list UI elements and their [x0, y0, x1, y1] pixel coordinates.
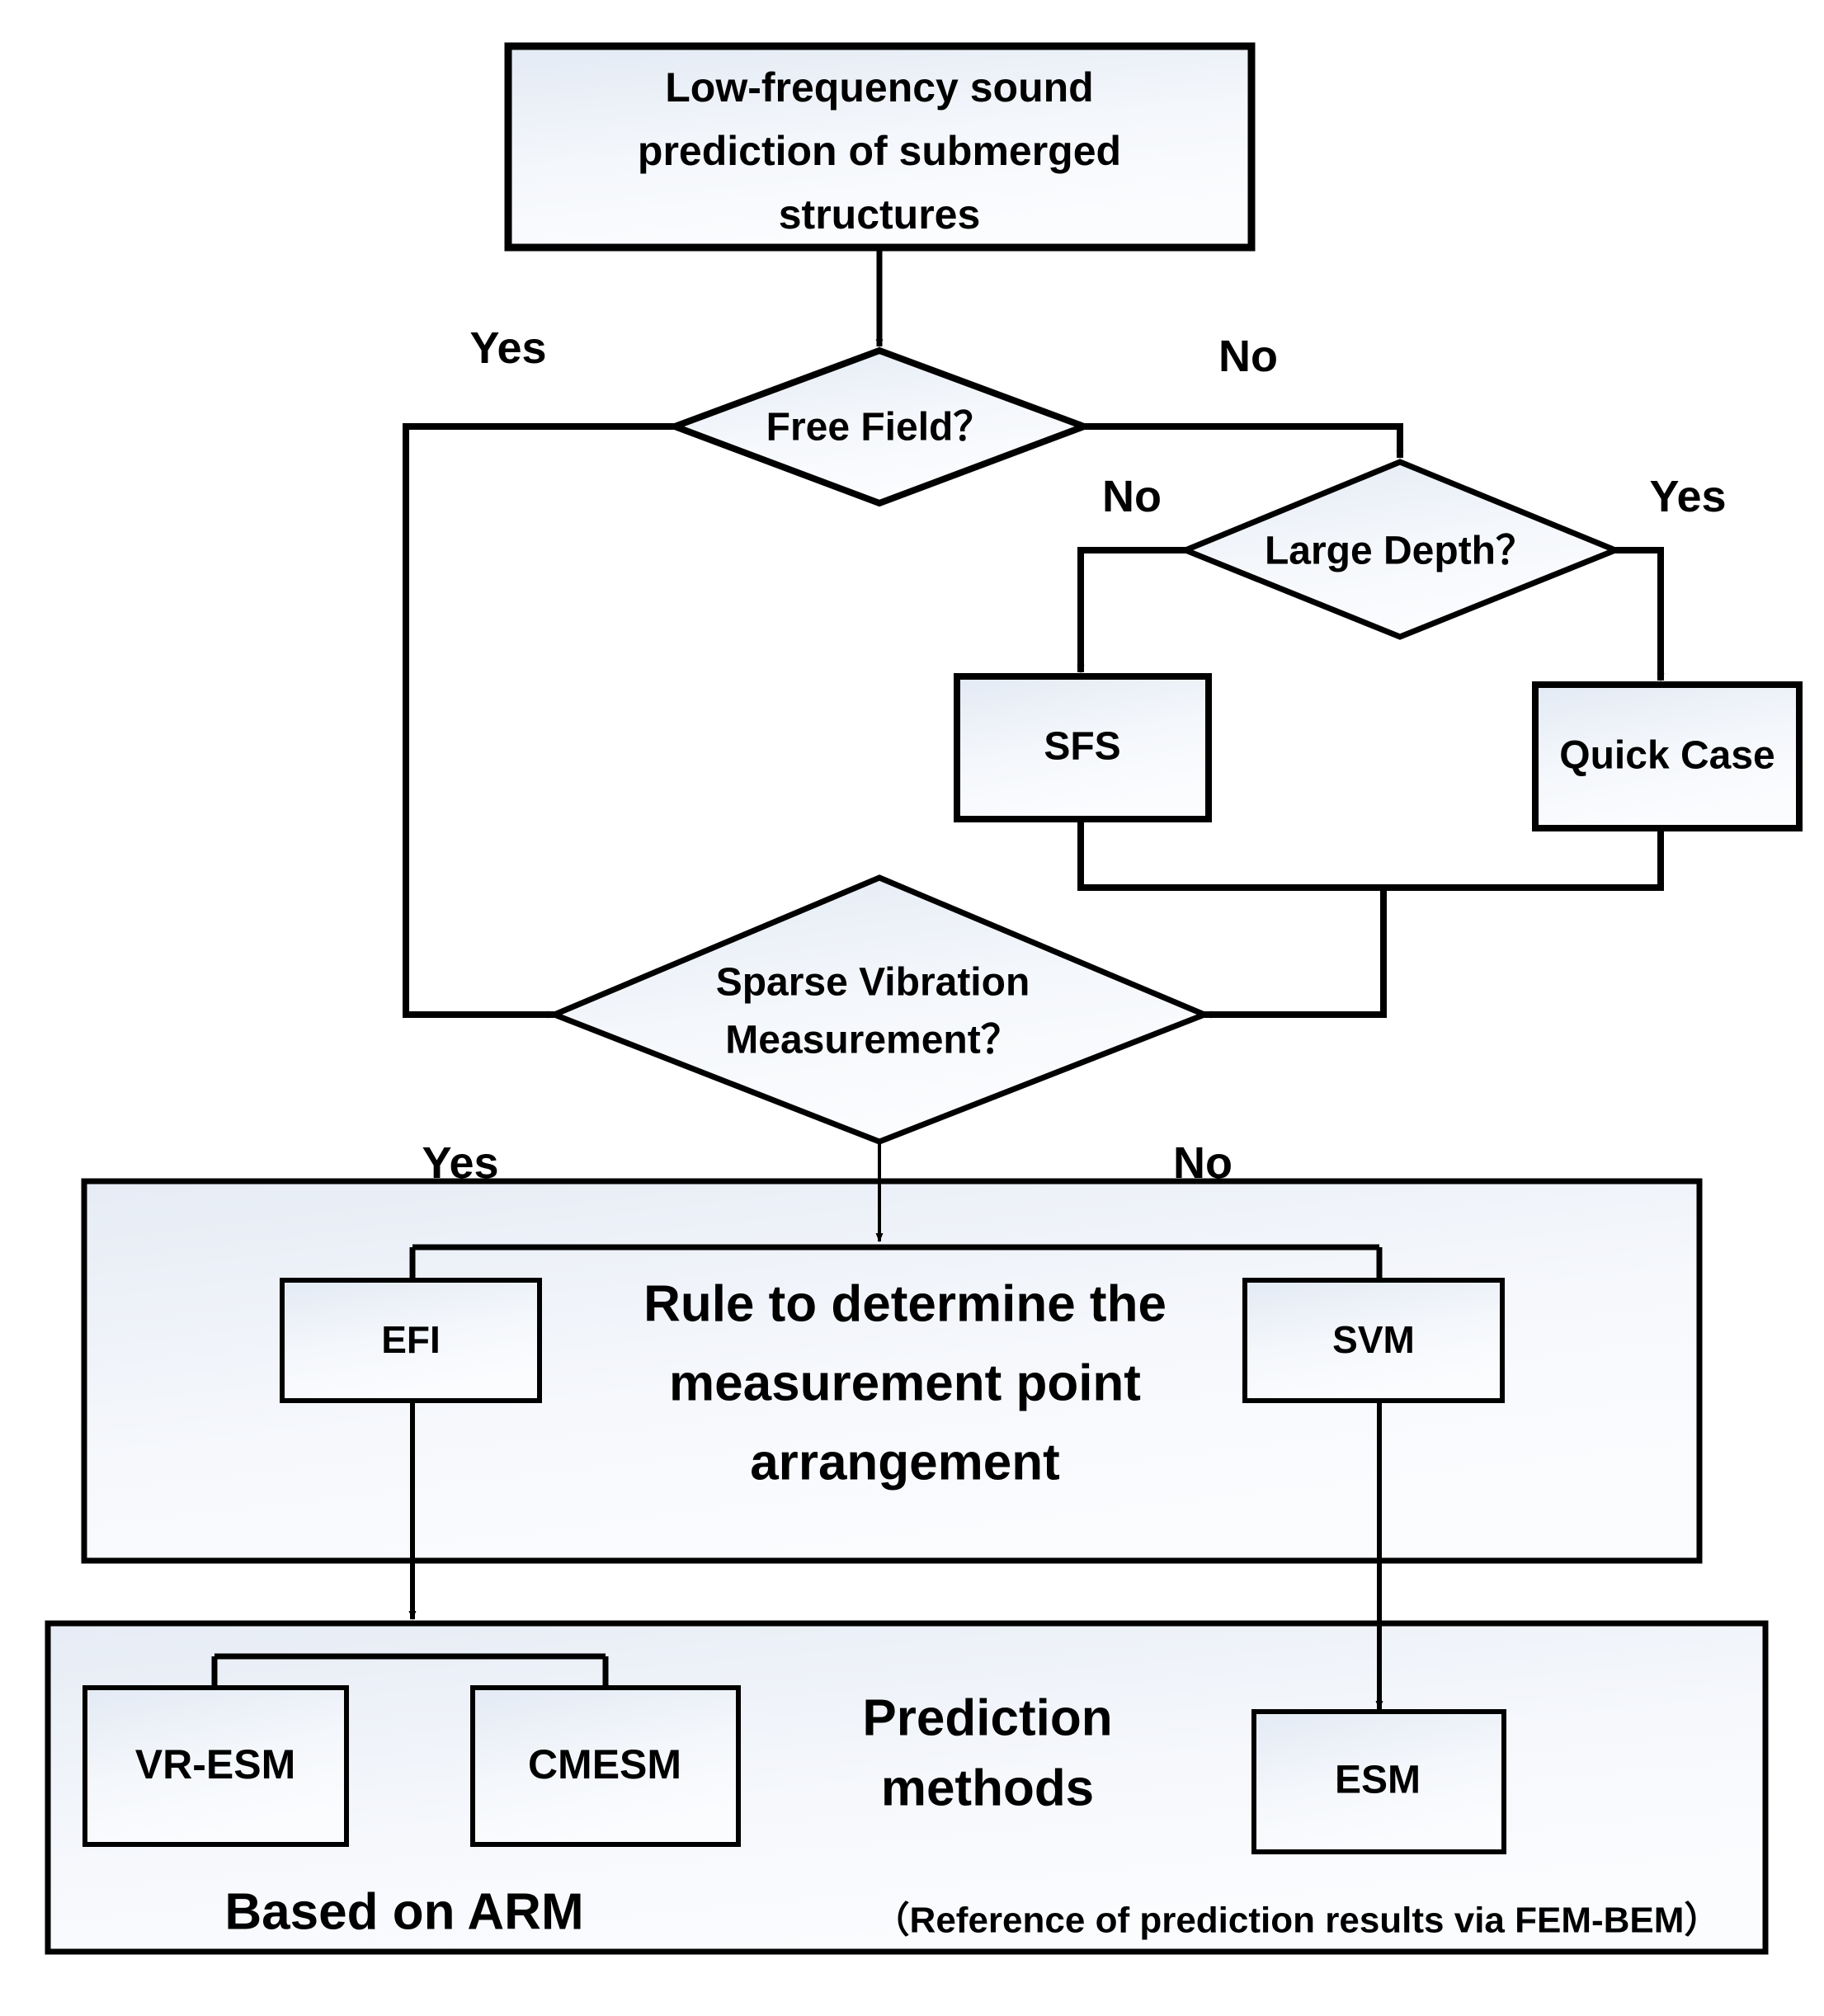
- node-sparse-line-2: Measurement？: [725, 1019, 1020, 1062]
- node-quick-case-label: Quick Case: [1559, 734, 1775, 778]
- node-efi-label: EFI: [381, 1318, 441, 1361]
- edge-large-depth-yes: [1615, 547, 1665, 681]
- node-start-line-2: prediction of submerged: [638, 128, 1121, 174]
- node-start[interactable]: [504, 42, 1256, 252]
- node-cmesm[interactable]: [470, 1685, 741, 1847]
- edge-free-field-no: [1084, 423, 1404, 459]
- node-sparse-line-1: Sparse Vibration: [716, 961, 1030, 1005]
- edge-free-field-yes: [403, 423, 675, 1019]
- prediction-panel-heading-line-1: Prediction: [862, 1689, 1112, 1746]
- node-start-line-3: structures: [779, 191, 981, 238]
- node-esm-label: ESM: [1335, 1759, 1421, 1802]
- edge-label-large-depth-yes: Yes: [1649, 472, 1726, 521]
- node-svm-label: SVM: [1332, 1318, 1415, 1361]
- node-sparse-vibration[interactable]: [546, 874, 1213, 1145]
- node-vr-esm-label: VR-ESM: [135, 1741, 295, 1788]
- prediction-panel-caption-left: Based on ARM: [224, 1883, 583, 1940]
- prediction-panel-caption-right: （Reference of prediction results via FEM…: [874, 1901, 1721, 1941]
- edge-large-depth-no: [1077, 547, 1185, 673]
- node-quick-case[interactable]: [1532, 681, 1803, 831]
- node-large-depth[interactable]: [1177, 459, 1624, 640]
- rule-panel-heading-line-2: measurement point: [669, 1354, 1141, 1411]
- node-efi[interactable]: [280, 1278, 542, 1403]
- prediction-panel-heading-line-2: methods: [881, 1759, 1094, 1816]
- edge-label-free-field-no: No: [1218, 332, 1278, 381]
- node-start-line-1: Low-frequency sound: [665, 64, 1093, 111]
- node-svm[interactable]: [1242, 1278, 1505, 1403]
- node-vr-esm[interactable]: [82, 1685, 349, 1847]
- edge-sfs-to-merge: [1077, 819, 1383, 891]
- node-large-depth-label: Large Depth？: [1265, 530, 1535, 573]
- edge-label-free-field-yes: Yes: [469, 323, 546, 373]
- node-sfs-label: SFS: [1044, 725, 1120, 769]
- node-free-field[interactable]: [665, 346, 1094, 507]
- node-sfs[interactable]: [954, 673, 1212, 822]
- node-esm[interactable]: [1251, 1709, 1506, 1854]
- edge-merge-to-sparse: [1204, 888, 1387, 1019]
- node-free-field-label: Free Field？: [766, 406, 993, 450]
- edge-label-sparse-yes: Yes: [422, 1138, 498, 1188]
- edge-label-sparse-no: No: [1173, 1138, 1232, 1188]
- node-cmesm-label: CMESM: [528, 1741, 681, 1788]
- rule-panel-heading-line-3: arrangement: [750, 1434, 1060, 1491]
- edge-quick-case-to-merge: [1383, 828, 1664, 891]
- rule-panel-heading-line-1: Rule to determine the: [643, 1275, 1167, 1332]
- edge-label-large-depth-no: No: [1102, 472, 1162, 521]
